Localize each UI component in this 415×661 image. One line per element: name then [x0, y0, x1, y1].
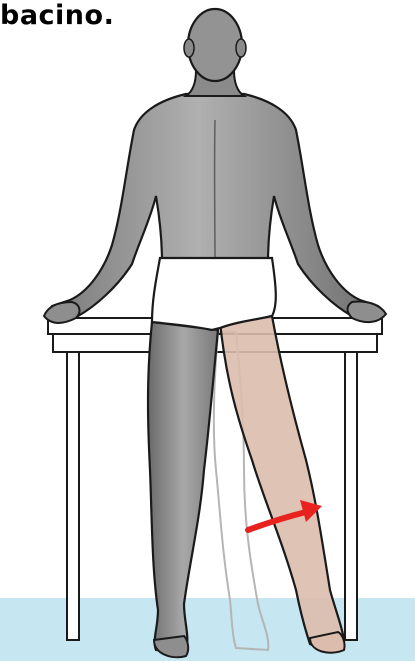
ear-right: [236, 39, 246, 57]
ear-left: [184, 39, 194, 57]
left-hand: [44, 302, 79, 323]
abducted-leg-highlight: [220, 316, 344, 647]
table-leg-right: [345, 352, 357, 640]
briefs: [152, 258, 276, 330]
head: [188, 9, 242, 81]
table-leg-left: [67, 352, 79, 640]
right-hand: [348, 302, 387, 323]
